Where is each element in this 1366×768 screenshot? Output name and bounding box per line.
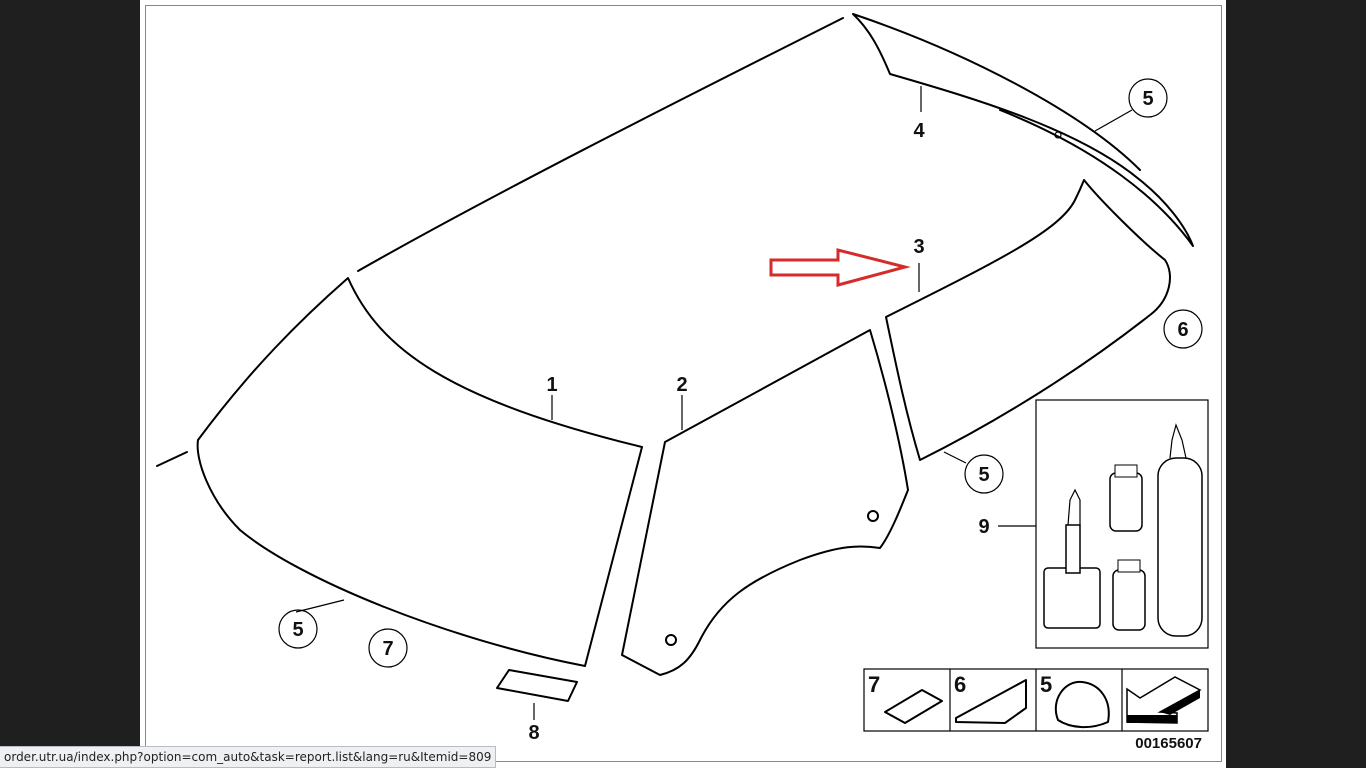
callout-9: 9 [978,516,989,538]
windshield-part1 [196,277,643,667]
callout-7: 7 [382,638,393,660]
callout-1: 1 [546,374,557,396]
callout-5-rear: 5 [978,464,989,486]
dome-icon [1054,680,1110,728]
diagram-part-number: 00165607 [1135,735,1202,752]
glass-parts-diagram: 1 2 3 4 5 6 5 9 5 7 8 7 [156,13,1209,752]
diagram-viewer: 1 2 3 4 5 6 5 9 5 7 8 7 [140,0,1226,768]
red-arrow-indicator [769,248,911,287]
legend-box: 7 6 5 00165607 [863,668,1209,752]
adhesive-kit-part9 [998,399,1209,649]
wedge-icon [955,679,1027,724]
callout-8: 8 [528,722,539,744]
legend-7: 7 [868,672,880,697]
diagram-frame [145,5,1222,762]
callout-circle [278,609,318,649]
door-glass-part2 [621,329,909,676]
callout-3: 3 [913,236,924,258]
callout-5-top: 5 [1142,88,1153,110]
callout-circle [1128,78,1168,118]
callout-4: 4 [913,120,925,142]
roof-outline [357,17,844,272]
rear-window-part3 [885,179,1171,461]
status-bar-url: order.utr.ua/index.php?option=com_auto&t… [0,746,497,768]
legend-5: 5 [1040,672,1052,697]
pad-icon [884,689,943,724]
legend-6: 6 [954,672,966,697]
roof-glass-part4 [852,13,1194,247]
callout-2: 2 [676,374,687,396]
callout-circle [964,454,1004,494]
callout-circle [1163,309,1203,349]
callout-5-front: 5 [292,619,303,641]
strip-part8 [496,669,578,702]
callout-circle [368,628,408,668]
callout-6: 6 [1177,319,1188,341]
